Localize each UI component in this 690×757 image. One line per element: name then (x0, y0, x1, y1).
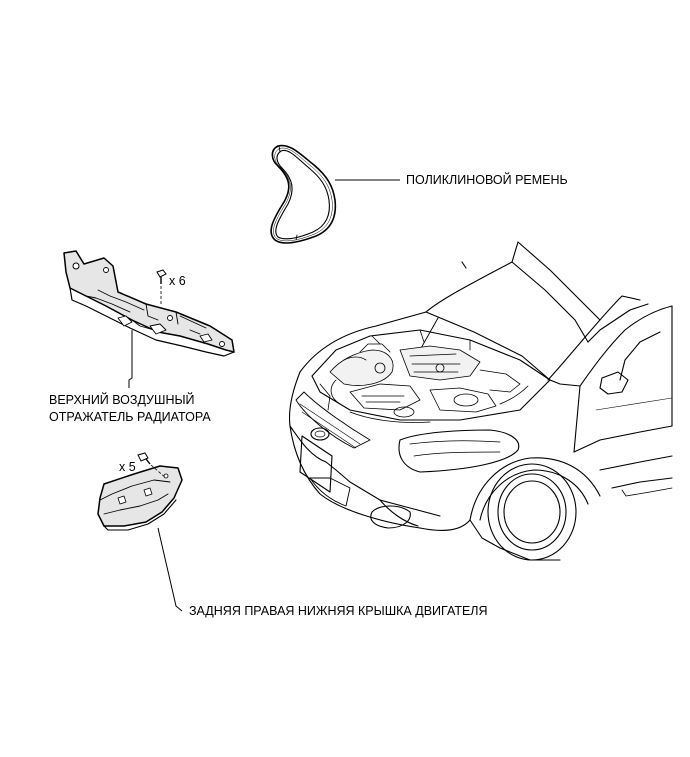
deflector-leader-line (128, 330, 133, 388)
radiator-deflector-label-line1: ВЕРХНИЙ ВОЗДУШНЫЙ (49, 393, 195, 407)
deflector-bolt-icon (156, 269, 167, 284)
engine-under-cover-illustration (97, 465, 183, 531)
deflector-bolt-quantity: x 6 (169, 274, 186, 288)
radiator-deflector-label-line2: ОТРАЖАТЕЛЬ РАДИАТОРА (49, 410, 211, 424)
v-ribbed-belt-label: ПОЛИКЛИНОВОЙ РЕМЕНЬ (406, 173, 568, 187)
cover-leader-line (157, 527, 183, 612)
cover-bolt-dashed-line (150, 464, 167, 479)
engine-bay-illustration (319, 329, 529, 423)
cover-bolt-quantity: x 5 (119, 460, 136, 474)
cover-bolt-icon (137, 452, 151, 465)
engine-under-cover-label: ЗАДНЯЯ ПРАВАЯ НИЖНЯЯ КРЫШКА ДВИГАТЕЛЯ (189, 604, 488, 618)
v-ribbed-belt-illustration (270, 144, 337, 244)
radiator-deflector-illustration (63, 250, 235, 357)
car-illustration (288, 241, 673, 561)
